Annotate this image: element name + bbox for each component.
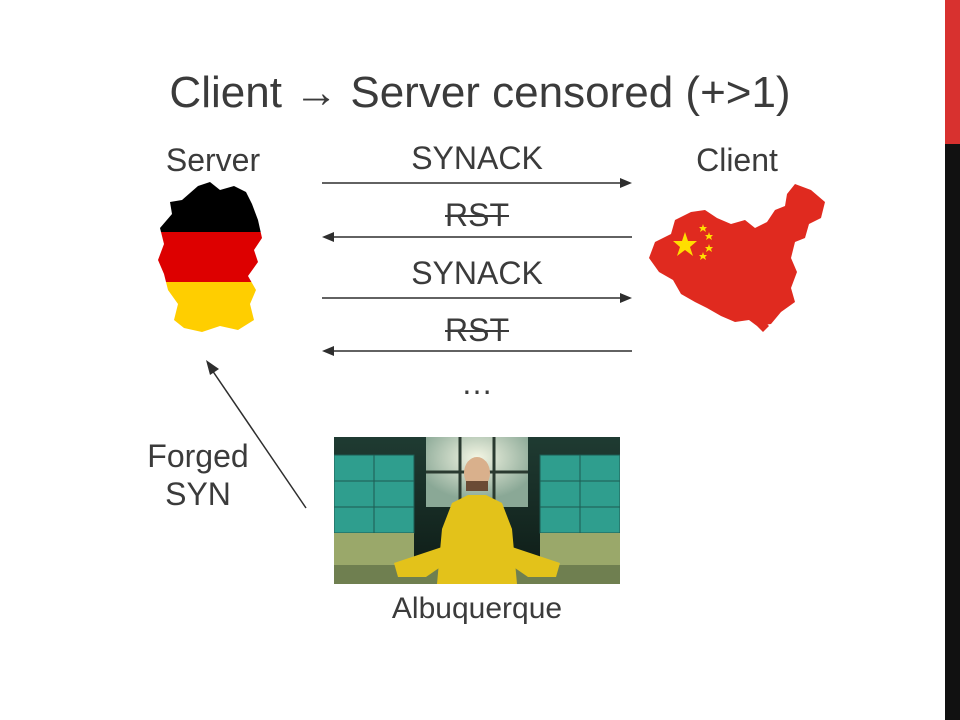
client-label: Client (696, 142, 778, 178)
arrow-rst-2 (322, 346, 632, 356)
message-label-synack-2: SYNACK (411, 255, 543, 291)
flag-star-small (699, 224, 707, 232)
albuquerque-photo (334, 437, 620, 584)
flag-star-small (699, 252, 707, 260)
slide-side-bar (945, 0, 960, 720)
flag-star-large (673, 232, 697, 256)
slide-title: Client → Server censored (+>1) (169, 68, 791, 117)
forged-line-2: SYN (165, 476, 231, 512)
ellipsis: … (461, 365, 493, 401)
photo-caption: Albuquerque (391, 592, 563, 625)
forged-line-1: Forged (147, 438, 249, 474)
arrow-synack-2 (322, 293, 632, 303)
arrow-synack-1 (322, 178, 632, 188)
forged-syn-label: Forged SYN (133, 437, 263, 513)
flag-stripe-red (158, 232, 262, 282)
arrow-rst-1 (322, 232, 632, 242)
message-label-synack-1: SYNACK (411, 140, 543, 176)
server-label: Server (165, 142, 261, 178)
germany-map (158, 182, 262, 332)
arrow-forged-syn (206, 360, 307, 509)
china-map (649, 184, 825, 332)
slide-accent-bar (945, 0, 960, 144)
flag-star-small (705, 232, 713, 240)
message-label-rst-1: RST (445, 197, 509, 233)
message-label-rst-2: RST (445, 312, 509, 348)
flag-star-small (705, 244, 713, 252)
